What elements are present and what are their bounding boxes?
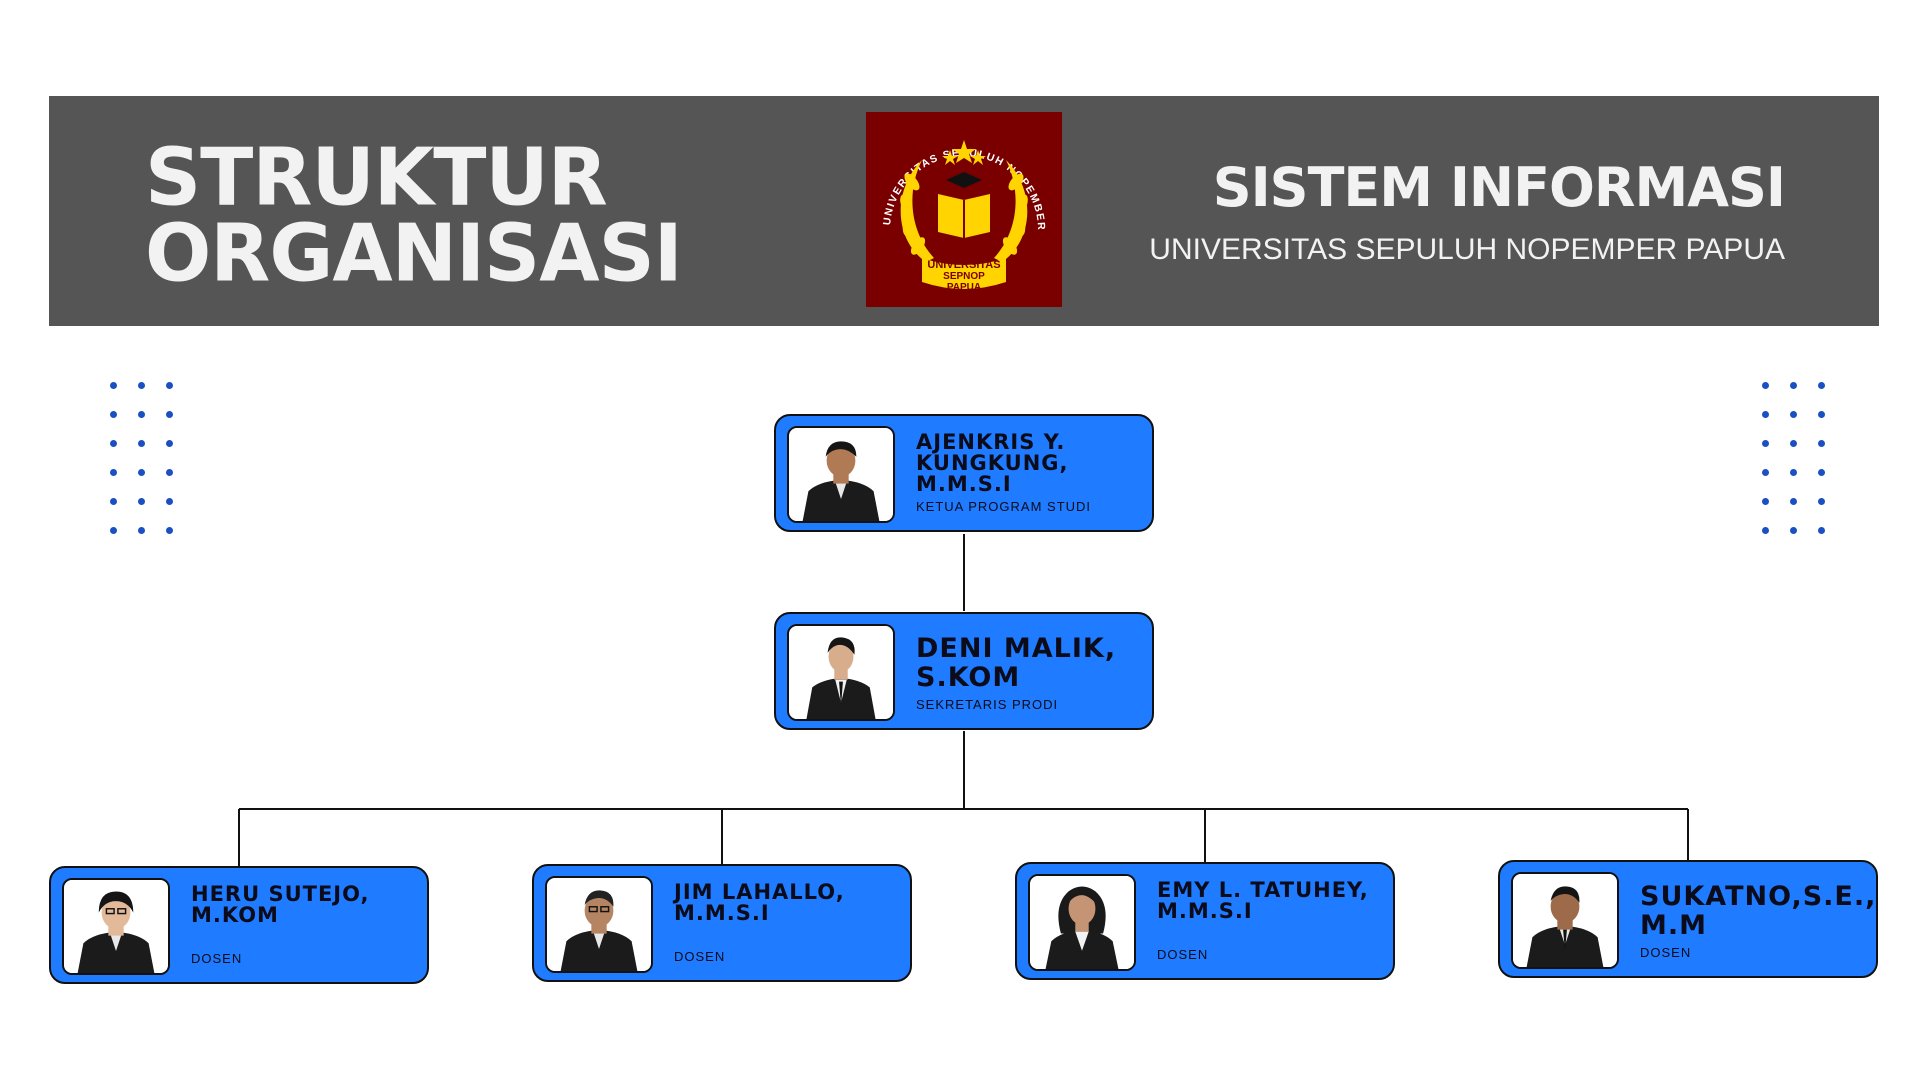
card-dosen-3: EMY L. TATUHEY, M.M.S.I DOSEN [1015,862,1395,980]
person-role: DOSEN [191,951,243,966]
avatar [787,624,895,721]
university-logo: UNIVERSITAS SEPULUH NOPEMBER PAPUA UNIV [866,112,1062,307]
university-name: UNIVERSITAS SEPULUH NOPEMPER PAPUA [1149,233,1785,266]
person-name: SUKATNO,S.E., M.M [1640,881,1877,941]
header-right: SISTEM INFORMASI UNIVERSITAS SEPULUH NOP… [1149,156,1786,270]
card-dosen-4: SUKATNO,S.E., M.M DOSEN [1498,860,1878,978]
person-photo-icon [789,626,893,719]
person-role: DOSEN [674,949,726,964]
page-title-line2: ORGANISASI [145,208,683,300]
page-title: STRUKTUR ORGANISASI [145,132,683,300]
decorative-dots-left [110,382,173,534]
person-photo-icon [547,878,651,971]
card-sekretaris-prodi: DENI MALIK, S.KOM SEKRETARIS PRODI [774,612,1154,730]
person-photo-icon [789,428,893,521]
person-photo-icon [1030,876,1134,969]
avatar [545,876,653,973]
person-name: DENI MALIK, S.KOM [916,633,1117,693]
person-role: DOSEN [1157,947,1209,962]
decorative-dots-right [1762,382,1825,534]
avatar [62,878,170,975]
person-role: KETUA PROGRAM STUDI [916,499,1092,514]
svg-text:SEPNOP: SEPNOP [943,271,985,282]
person-role: SEKRETARIS PRODI [916,697,1059,712]
person-name: EMY L. TATUHEY, M.M.S.I [1157,878,1369,923]
svg-text:UNIVERSITAS: UNIVERSITAS [927,259,1000,271]
svg-text:PAPUA: PAPUA [947,282,981,293]
university-seal-icon: UNIVERSITAS SEPULUH NOPEMBER PAPUA UNIV [866,112,1062,307]
person-name: HERU SUTEJO, M.KOM [191,882,370,927]
page-title-line1: STRUKTUR [145,132,608,224]
person-role: DOSEN [1640,945,1692,960]
card-dosen-2: JIM LAHALLO, M.M.S.I DOSEN [532,864,912,982]
card-ketua-program-studi: AJENKRIS Y. KUNGKUNG, M.M.S.I KETUA PROG… [774,414,1154,532]
avatar [1511,872,1619,969]
program-title: SISTEM INFORMASI [1212,156,1786,219]
person-name: JIM LAHALLO, M.M.S.I [674,880,845,925]
card-dosen-1: HERU SUTEJO, M.KOM DOSEN [49,866,429,984]
avatar [787,426,895,523]
avatar [1028,874,1136,971]
person-name: AJENKRIS Y. KUNGKUNG, M.M.S.I [916,430,1069,496]
person-photo-icon [1513,874,1617,967]
person-photo-icon [64,880,168,973]
